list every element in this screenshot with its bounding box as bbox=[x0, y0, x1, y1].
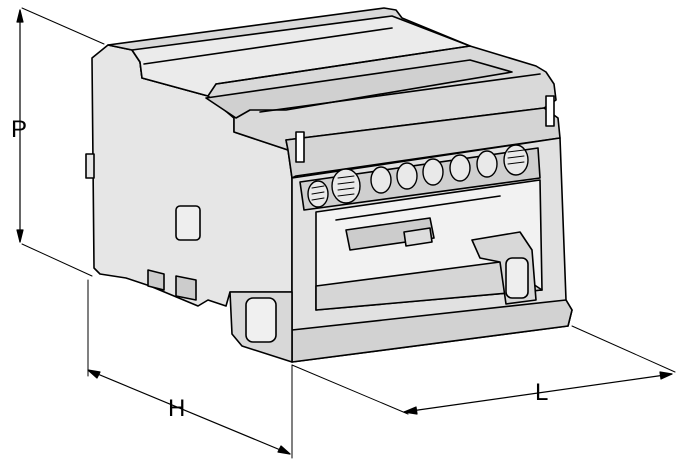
height-label: H bbox=[168, 395, 186, 422]
screw-7 bbox=[476, 150, 498, 178]
inner-floor bbox=[315, 261, 543, 311]
screw-8 bbox=[503, 144, 529, 176]
screw-5 bbox=[422, 158, 444, 186]
din-clip-2 bbox=[147, 269, 165, 291]
screws bbox=[307, 144, 529, 208]
right-slot bbox=[505, 257, 529, 299]
clip bbox=[403, 227, 433, 247]
screw-1 bbox=[307, 180, 329, 208]
depth-label: P bbox=[11, 116, 28, 143]
terminal-block bbox=[85, 7, 573, 363]
din-clip bbox=[175, 275, 197, 301]
side-tab bbox=[85, 153, 95, 179]
screw-3 bbox=[370, 166, 392, 194]
top-strip-1 bbox=[131, 15, 471, 97]
dimension-l bbox=[291, 325, 676, 415]
top-notch-left bbox=[295, 131, 305, 163]
length-label: L bbox=[535, 379, 549, 406]
top-strip-2 bbox=[205, 59, 513, 119]
dimension-h bbox=[87, 279, 293, 459]
screw-6 bbox=[449, 154, 471, 182]
foot-slot bbox=[245, 297, 277, 343]
screw-4 bbox=[396, 162, 418, 190]
top-notch-right bbox=[545, 95, 555, 127]
side-window bbox=[175, 205, 201, 241]
dimension-p bbox=[16, 7, 105, 277]
screw-2 bbox=[331, 168, 361, 204]
busbar bbox=[345, 217, 435, 251]
